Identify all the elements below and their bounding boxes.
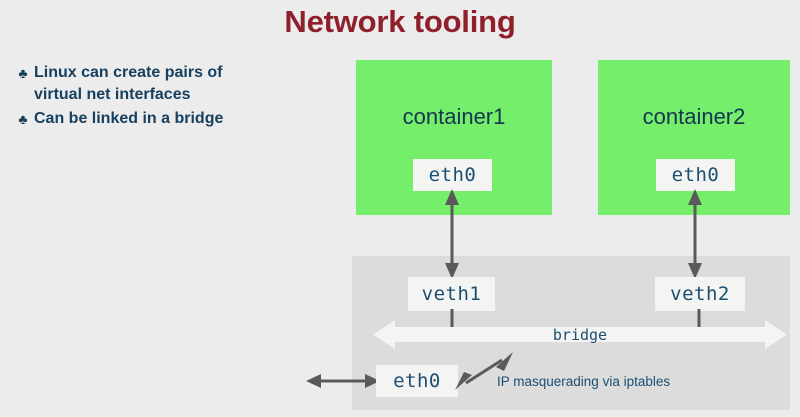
club-bullet-icon: ♣: [18, 65, 28, 81]
club-bullet-icon: ♣: [18, 111, 28, 127]
external-network-arrow-icon: [306, 374, 380, 388]
container2-label: container2: [642, 104, 746, 129]
container1-veth1-arrow-icon: [445, 189, 459, 279]
veth2-box: veth2: [655, 277, 745, 311]
container2-box: container2: [598, 60, 790, 215]
masquerading-arrow-icon: [455, 352, 513, 390]
list-item: ♣ Linux can create pairs of virtual net …: [12, 62, 312, 106]
container2-eth0-box: eth0: [656, 159, 735, 191]
container2-veth2-arrow-icon: [688, 189, 702, 279]
container1-eth0-box: eth0: [413, 159, 492, 191]
list-item: ♣ Can be linked in a bridge: [12, 108, 312, 130]
veth1-box: veth1: [408, 277, 495, 311]
bullet-text: Linux can create pairs of virtual net in…: [34, 64, 223, 103]
masquerading-label: IP masquerading via iptables: [497, 374, 671, 389]
bridge-arrow-icon: [373, 320, 787, 349]
container1-label: container1: [402, 104, 506, 129]
bullet-text: Can be linked in a bridge: [34, 110, 224, 127]
page-title: Network tooling: [284, 4, 516, 39]
bullet-list: ♣ Linux can create pairs of virtual net …: [12, 62, 312, 132]
host-eth0-box: eth0: [376, 365, 458, 397]
